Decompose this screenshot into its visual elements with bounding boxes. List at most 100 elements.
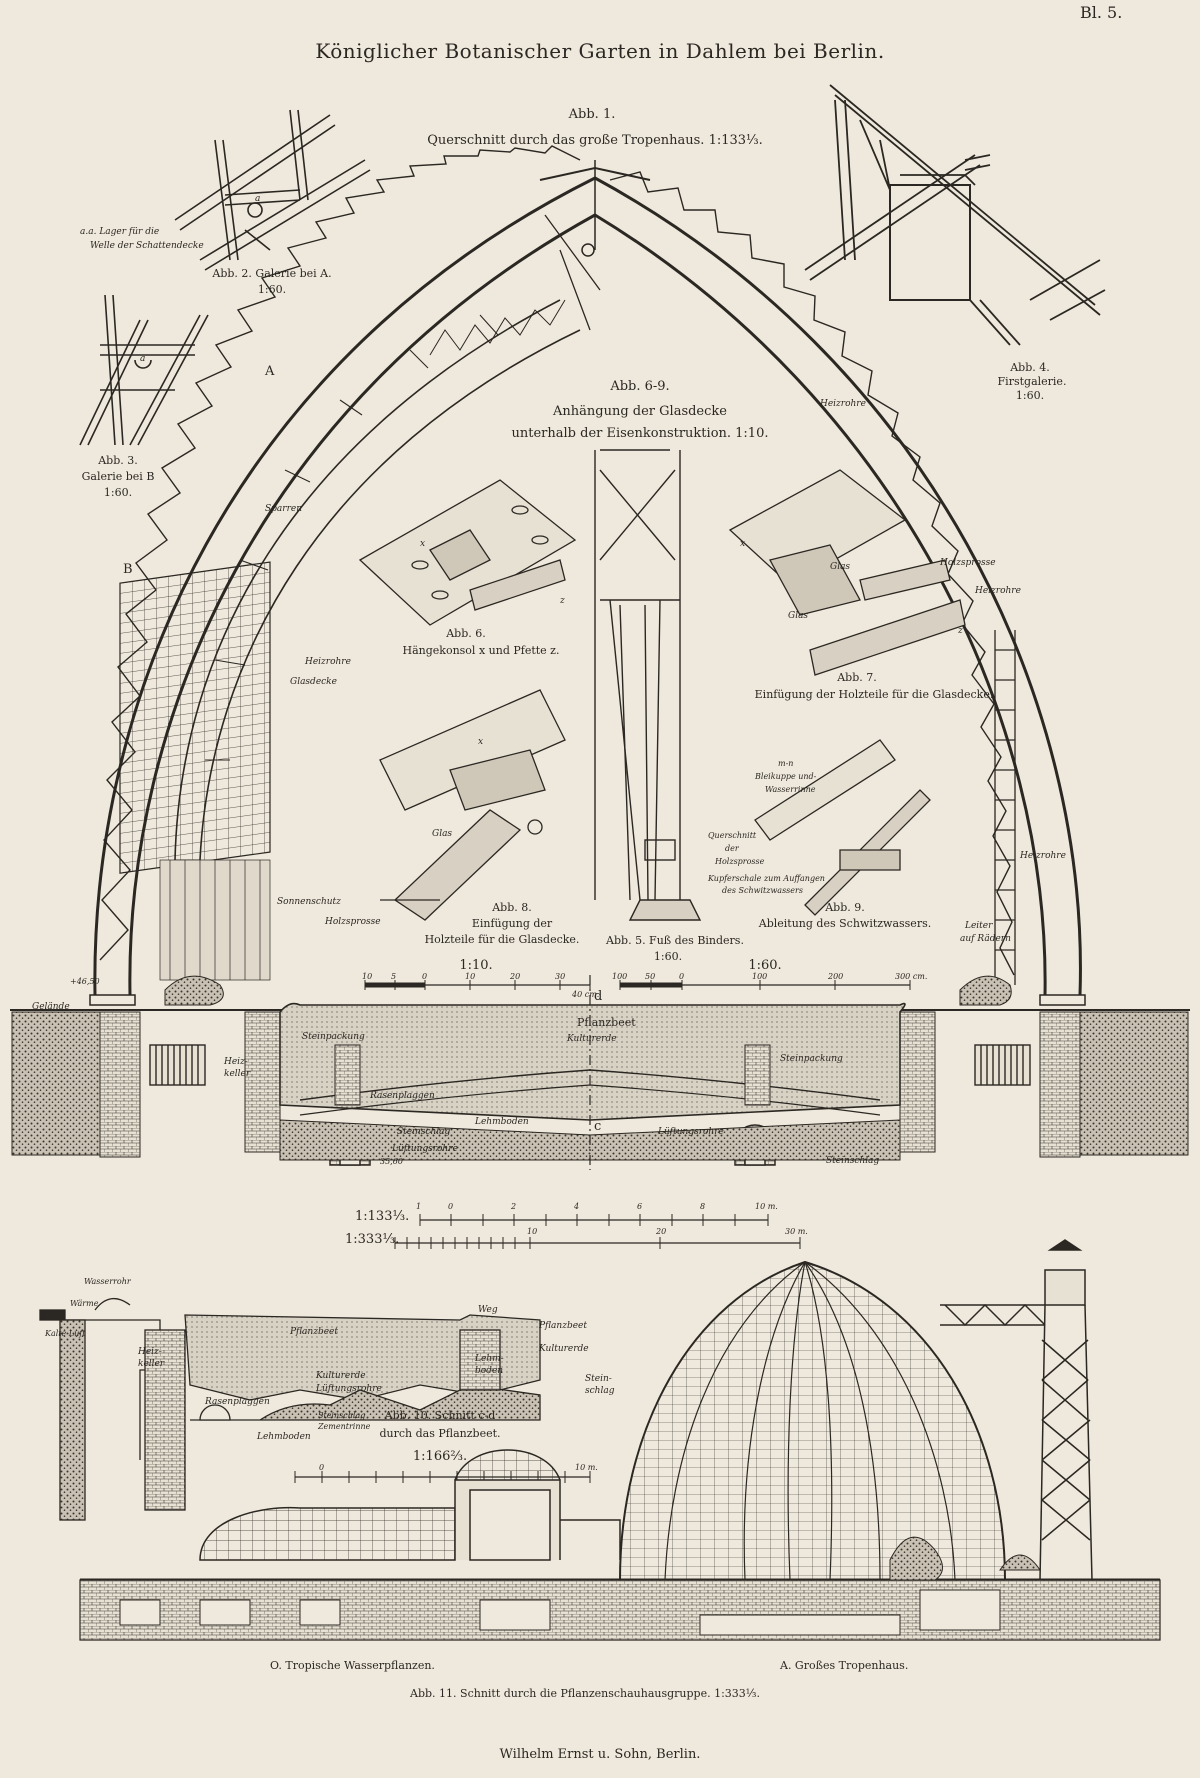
label-pflanzbeet: Pflanzbeet (577, 1016, 636, 1029)
label-heizkeller: Heiz- (224, 1057, 248, 1067)
abb11-building-group-section (79, 1239, 1161, 1641)
label-stein: Stein- (585, 1374, 612, 1384)
abb2-scale: 1:60. (257, 283, 287, 296)
label-sonnenschutz: Sonnenschutz (277, 897, 341, 907)
s333-tick-12: 20 (656, 1227, 667, 1236)
s10-tick-1: 5 (391, 972, 397, 981)
abb3-scale: 1:60. (103, 486, 133, 499)
label-mn: m-n (778, 759, 794, 768)
label-glas2-abb7: Glas (788, 611, 809, 621)
label-cote-bottom: 35,60 (380, 1157, 403, 1166)
abb10-caption2: durch das Pflanzbeet. (379, 1427, 501, 1440)
s60-tick-3: 100 (752, 972, 768, 981)
abb10-scale: 1:166⅔. (412, 1449, 468, 1464)
abb6-9-caption: Abb. 6-9. (610, 379, 670, 394)
label-wasserrohr: Wasserrohr (84, 1277, 131, 1286)
label-der: der (725, 844, 739, 853)
label-weg: Weg (478, 1305, 498, 1315)
abb2-caption: Abb. 2. Galerie bei A. (212, 267, 332, 280)
abb1-caption: Querschnitt durch das große Tropenhaus. … (427, 133, 763, 148)
label-steinschlag-right: Steinschlag (826, 1156, 880, 1166)
label-holzsprosse: Holzsprosse (325, 917, 381, 927)
abb8-glass-joint-detail (379, 689, 566, 921)
label-kulturerde2-abb10: Kulturerde (539, 1344, 589, 1354)
label-schlag: schlag (585, 1386, 615, 1396)
label-sparren: Sparren (265, 504, 303, 514)
label-wasserrinne: Wasserrinne (765, 785, 816, 794)
ground-section (10, 975, 1190, 1170)
label-cote-left: +46,50 (70, 977, 100, 986)
abb4-ridge-gallery (804, 84, 1106, 346)
abb4-caption2: Firstgalerie. (997, 375, 1067, 388)
abb2-gallery-detail (174, 109, 371, 271)
scale-1-333-label: 1:333⅓. (345, 1232, 400, 1247)
label-auf-raedern: auf Rädern (960, 934, 1011, 944)
abb7-glass-joint-detail (728, 469, 966, 676)
s10-tick-5: 30 (555, 972, 566, 981)
s166-tick-11: 10 m. (575, 1463, 598, 1472)
s10-tick-0: 10 (362, 972, 373, 981)
s133-tick-7: 6 (637, 1202, 643, 1211)
label-rasenplaggen-abb10: Rasenplaggen (205, 1397, 270, 1407)
abb5-scale: 1:60. (653, 950, 683, 963)
abb10-section-c-d (39, 1298, 541, 1521)
s133-tick-3: 2 (511, 1202, 517, 1211)
abb8-caption: Abb. 8. (492, 901, 532, 914)
label-x-abb8: x (478, 737, 484, 747)
scale-1-10-label: 1:10. (459, 958, 493, 973)
abb10-caption: Abb. 10. Schnitt c-d (384, 1409, 496, 1422)
label-bleikuppe: Bleikuppe und- (755, 772, 817, 781)
marker-c: c (594, 1119, 602, 1134)
abb2-letter: a (255, 194, 261, 204)
s60-tick-1: 50 (645, 972, 656, 981)
abb7-caption: Abb. 7. (837, 671, 877, 684)
marker-d: d (594, 989, 603, 1004)
abb5-caption: Abb. 5. Fuß des Binders. (606, 934, 744, 947)
label-gelaende: Gelände (32, 1002, 70, 1012)
label-heizrohre-top: Heizrohre (820, 399, 866, 409)
label-heizkeller2: keller (224, 1069, 251, 1079)
label-steinpackung-left: Steinpackung (302, 1032, 365, 1042)
s10-tick-3: 10 (465, 972, 476, 981)
s133-tick-0: 1 (416, 1202, 422, 1211)
label-kupferschale: Kupferschale zum Auffangen (708, 874, 825, 883)
marker-b: B (123, 562, 133, 577)
label-heizrohre-right: Heizrohre (1020, 851, 1066, 861)
abb4-scale: 1:60. (1015, 389, 1045, 402)
s60-tick-2: 0 (679, 972, 685, 981)
s10-tick-2: 0 (422, 972, 428, 981)
label-boden: boden (475, 1366, 504, 1376)
label-glas-abb8: Glas (432, 829, 453, 839)
sheet-number: Bl. 5. (1080, 3, 1123, 22)
label-lueftungsrohre-right: Lüftungsrohre (658, 1127, 724, 1137)
scale-1-60-label: 1:60. (748, 958, 782, 973)
label-rasenplaggen: Rasenplaggen (370, 1091, 435, 1101)
abb9-condensation-detail (754, 739, 931, 916)
marker-a: A (265, 364, 275, 379)
s133-tick-5: 4 (574, 1202, 580, 1211)
label-steinschlag-left: Steinschlag (397, 1127, 451, 1137)
abb5-truss-foot-detail (594, 449, 702, 921)
abb11-label-right: A. Großes Tropenhaus. (780, 1659, 909, 1672)
abb11-label-left: O. Tropische Wasserpflanzen. (270, 1659, 435, 1672)
abb6-caption2: Hängekonsol x und Pfette z. (402, 644, 560, 657)
s133-tick-9: 8 (700, 1202, 706, 1211)
abb2-note-line2: Welle der Schattendecke (90, 241, 204, 251)
label-querschnitt: Querschnitt (708, 831, 757, 840)
label-x-abb6: x (420, 539, 426, 549)
label-lueftungsrohre-left: Lüftungsrohre (392, 1144, 458, 1154)
abb2-note-line1: a.a. Lager für die (80, 227, 160, 237)
s333-tick-11: 10 (527, 1227, 538, 1236)
abb8-caption2: Einfügung der (471, 917, 553, 930)
label-pflanzbeet2-abb10: Pflanzbeet (539, 1321, 587, 1331)
label-schwitzwasser: des Schwitzwassers (722, 886, 803, 895)
label-leiter: Leiter (965, 921, 993, 931)
abb6-9-caption2: Anhängung der Glasdecke (553, 404, 727, 419)
s60-tick-4: 200 (828, 972, 844, 981)
label-heizrohre-right-top: Heizrohre (975, 586, 1021, 596)
abb9-caption: Abb. 9. (825, 901, 865, 914)
label-z-abb7: z (958, 626, 963, 636)
label-holzsprosse2: Holzsprosse (715, 857, 765, 866)
